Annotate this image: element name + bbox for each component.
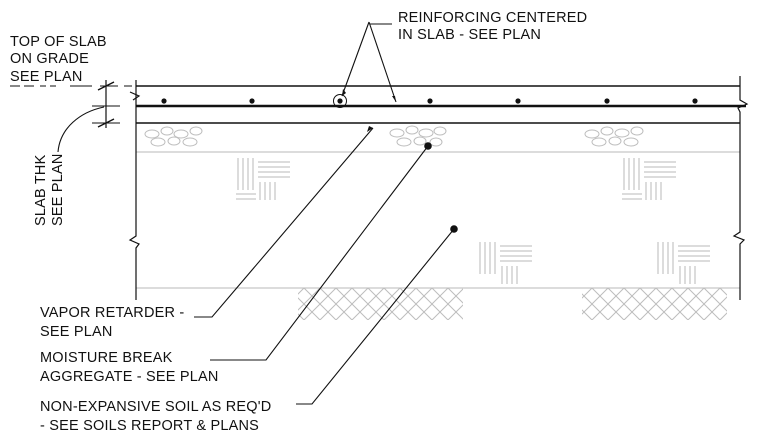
soil-leader	[296, 228, 455, 405]
reinforcing-label: REINFORCING CENTERED IN SLAB - SEE PLAN	[398, 10, 592, 43]
moisture-break-label: MOISTURE BREAK AGGREGATE - SEE PLAN	[40, 350, 219, 385]
rebar-highlight-circle	[333, 94, 347, 108]
slab-thk-label-group: SLAB THK SEE PLAN	[33, 150, 66, 226]
aggregate-hatch	[136, 125, 740, 153]
soil-block-2	[622, 158, 676, 200]
pebbles-middle	[389, 125, 447, 147]
pebbles-left	[144, 126, 203, 147]
earth-hatch-patch-2	[582, 288, 727, 320]
earth-hatch-patch-1	[298, 288, 463, 320]
slab-thk-label: SLAB THK SEE PLAN	[33, 150, 66, 226]
top-of-slab-label: TOP OF SLAB ON GRADE SEE PLAN	[10, 34, 111, 85]
soil-label: NON-EXPANSIVE SOIL AS REQ'D - SEE SOILS …	[40, 399, 276, 434]
concrete-slab	[136, 85, 746, 124]
soil-block-4	[657, 242, 710, 284]
soil-block-1	[236, 158, 290, 200]
slab-thickness-dimension	[57, 80, 120, 153]
moisture-break-leader	[210, 145, 429, 361]
rebar-dots	[161, 94, 698, 108]
vapor-retarder-label: VAPOR RETARDER - SEE PLAN	[40, 305, 189, 340]
left-break-line	[128, 80, 140, 300]
right-break-line	[732, 76, 749, 300]
leader-lines	[194, 21, 458, 405]
soil-block-3	[479, 242, 532, 284]
slab-thk-leader	[57, 106, 105, 153]
earth-hatch	[298, 288, 727, 320]
vapor-retarder-leader	[194, 127, 374, 318]
pebbles-right	[584, 126, 644, 147]
soil-hatch-blocks	[136, 158, 740, 289]
